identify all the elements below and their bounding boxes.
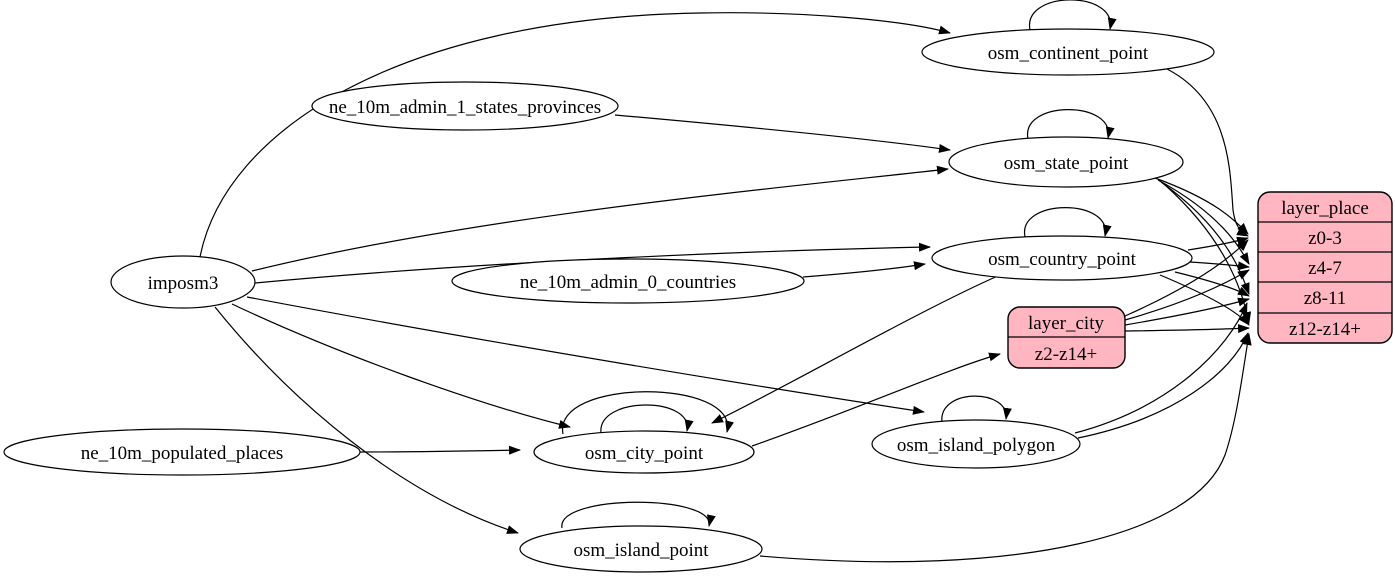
edge-imposm3-to-osm-city-point xyxy=(231,303,571,429)
node-imposm3: imposm3 xyxy=(110,255,256,309)
edge-ne-places-to-osm-city-point xyxy=(359,445,521,455)
record-layer-city: layer_city z2-z14+ xyxy=(1007,306,1126,369)
edge-osm-city-point-to-layer-city-z2-z14 xyxy=(751,352,1001,447)
edge-layer-city-to-layer-place-z8-11 xyxy=(1124,297,1250,326)
edge-self-loop-osm-continent-point xyxy=(1029,0,1117,31)
edge-imposm3-to-osm-continent-point xyxy=(199,12,951,258)
node-osm-island-polygon-label: osm_island_polygon xyxy=(897,435,1056,456)
node-osm-country-point-shape xyxy=(931,235,1193,281)
edge-ne-admin0-to-osm-country-point xyxy=(802,261,926,278)
node-osm-country-point: osm_country_point xyxy=(931,235,1193,281)
edge-osm-country-point-to-layer-place-z4-7 xyxy=(1189,261,1250,271)
node-osm-state-point: osm_state_point xyxy=(948,136,1184,188)
edge-osm-country-point-to-layer-place-z0-3 xyxy=(1187,236,1249,251)
node-osm-continent-point-label: osm_continent_point xyxy=(988,43,1149,64)
edge-osm-country-point-to-osm-city-point xyxy=(711,274,1001,424)
node-ne-10m-populated-places-label: ne_10m_populated_places xyxy=(81,443,284,464)
edge-imposm3-to-osm-state-point xyxy=(251,165,949,272)
edge-layer-city-to-layer-place-z4-7 xyxy=(1124,269,1250,321)
record-layer-place-title: layer_place xyxy=(1281,198,1369,219)
node-osm-island-polygon-shape xyxy=(871,419,1081,469)
node-osm-island-point-label: osm_island_point xyxy=(573,540,709,561)
node-ne-10m-admin-1-states-provinces-shape xyxy=(311,81,619,131)
edge-group xyxy=(199,0,1252,563)
record-layer-place-row-z4-7: z4-7 xyxy=(1308,258,1342,279)
node-osm-continent-point-shape xyxy=(921,28,1215,76)
node-imposm3-label: imposm3 xyxy=(148,273,219,294)
record-layer-place-shape xyxy=(1257,191,1393,344)
node-osm-city-point-shape xyxy=(533,430,755,474)
edge-osm-country-point-to-layer-place-z12-z14 xyxy=(1159,274,1250,326)
edge-ne-admin1-to-osm-state-point xyxy=(614,114,951,153)
edge-imposm3-to-osm-island-point xyxy=(214,306,519,534)
node-ne-10m-admin-0-countries-shape xyxy=(451,258,805,304)
edge-osm-island-polygon-to-layer-place-z8-11 xyxy=(1074,302,1248,434)
node-ne-10m-populated-places-shape xyxy=(3,428,361,476)
edge-self-loop-osm-country-point xyxy=(1024,207,1112,238)
record-layer-place-row-z12-z14: z12-z14+ xyxy=(1289,319,1361,340)
record-layer-place-row-z8-11: z8-11 xyxy=(1304,288,1347,309)
record-layer-place-row-z0-3: z0-3 xyxy=(1308,228,1342,249)
edge-self-loop-inner-osm-city-point xyxy=(600,404,694,434)
edge-osm-island-point-to-layer-place-z12-z14 xyxy=(759,333,1252,563)
node-osm-island-point: osm_island_point xyxy=(519,525,763,573)
node-osm-country-point-label: osm_country_point xyxy=(988,249,1136,270)
node-osm-island-polygon: osm_island_polygon xyxy=(871,419,1081,469)
edge-osm-state-point-to-layer-place-z8-11 xyxy=(1160,181,1250,295)
node-ne-10m-populated-places: ne_10m_populated_places xyxy=(3,428,361,476)
edge-self-loop-osm-island-point xyxy=(561,501,716,529)
edge-osm-country-point-to-layer-place-z8-11 xyxy=(1174,271,1250,297)
edge-osm-island-polygon-to-layer-place-z12-z14 xyxy=(1077,332,1249,439)
edge-self-loop-osm-state-point xyxy=(1027,109,1115,140)
edge-layer-city-to-layer-place-z0-3 xyxy=(1124,239,1249,317)
node-osm-island-point-shape xyxy=(519,525,763,573)
node-imposm3-shape xyxy=(110,255,256,309)
record-layer-city-title: layer_city xyxy=(1028,313,1104,334)
node-osm-city-point: osm_city_point xyxy=(533,430,755,474)
record-layer-city-row-z2-z14: z2-z14+ xyxy=(1035,344,1097,365)
edge-imposm3-to-osm-island-polygon xyxy=(246,296,925,415)
edge-layer-city-to-layer-place-z12-z14 xyxy=(1124,324,1250,334)
node-osm-state-point-label: osm_state_point xyxy=(1004,153,1129,174)
edge-imposm3-to-osm-country-point xyxy=(254,242,931,284)
edge-self-loop-outer-osm-city-point xyxy=(562,391,734,435)
node-ne-10m-admin-0-countries: ne_10m_admin_0_countries xyxy=(451,258,805,304)
node-osm-city-point-label: osm_city_point xyxy=(585,443,704,464)
node-ne-10m-admin-1-states-provinces-label: ne_10m_admin_1_states_provinces xyxy=(329,97,601,118)
record-layer-place: layer_place z0-3 z4-7 z8-11 z12-z14+ xyxy=(1257,191,1393,344)
edge-osm-state-point-to-layer-place-z0-3 xyxy=(1154,177,1249,235)
edge-osm-state-point-to-layer-place-z4-7 xyxy=(1157,179,1250,265)
node-ne-10m-admin-1-states-provinces: ne_10m_admin_1_states_provinces xyxy=(311,81,619,131)
edge-self-loop-osm-island-polygon xyxy=(941,395,1012,423)
node-ne-10m-admin-0-countries-label: ne_10m_admin_0_countries xyxy=(520,272,736,293)
node-osm-state-point-shape xyxy=(948,136,1184,188)
node-osm-continent-point: osm_continent_point xyxy=(921,28,1215,76)
edge-osm-continent-point-to-layer-place-z0-3 xyxy=(1164,67,1249,237)
